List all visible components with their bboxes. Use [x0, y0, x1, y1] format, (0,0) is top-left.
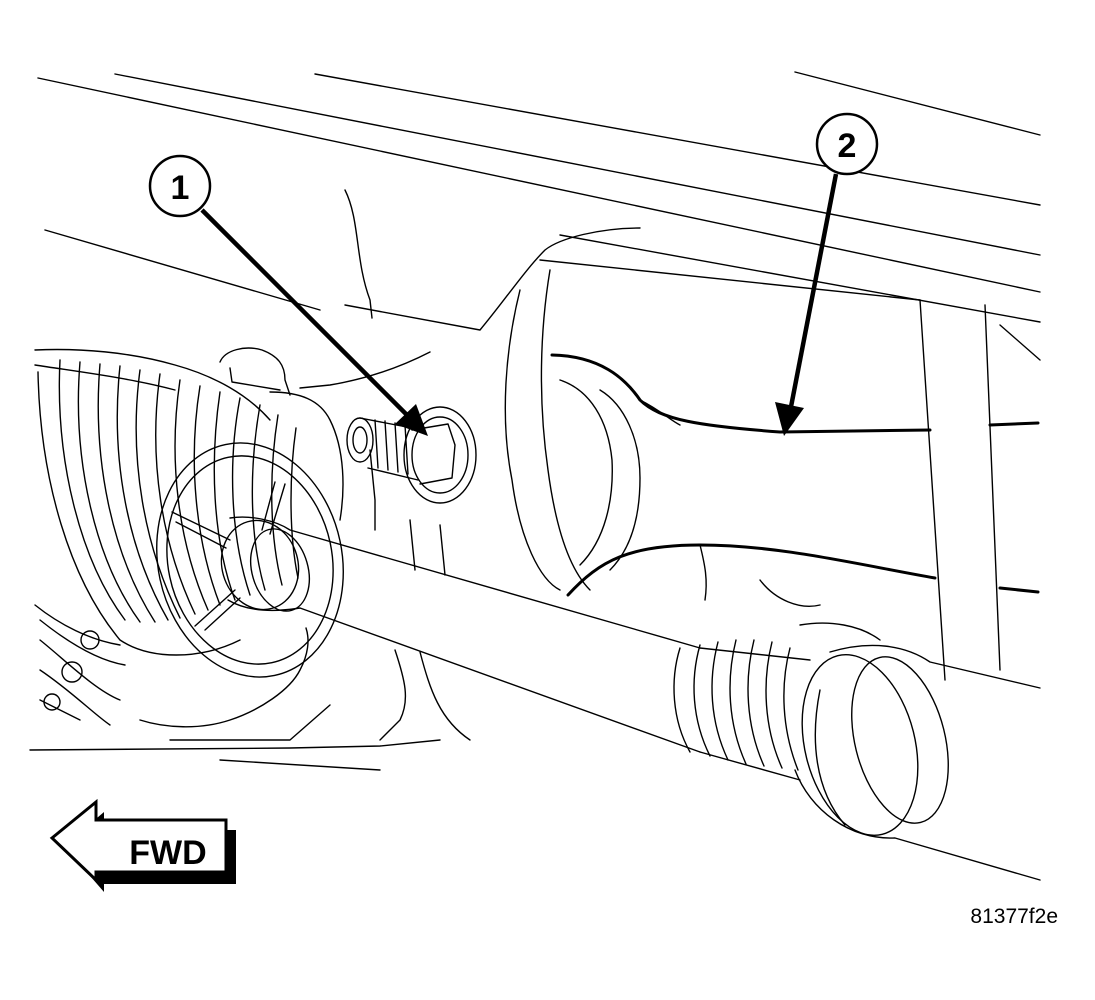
callout-1-label: 1	[171, 169, 190, 207]
figure-id: 81377f2e	[970, 905, 1058, 928]
callout-2: 2	[775, 112, 879, 436]
shaft-collar	[794, 644, 1041, 881]
axle-shaft	[220, 516, 811, 781]
rubber-boot	[37, 359, 344, 678]
housing	[29, 189, 641, 771]
callout-1: 1	[148, 154, 428, 436]
forward-arrow-icon: FWD	[49, 798, 236, 892]
frame-rail	[37, 71, 1041, 681]
crossmember-bracket	[550, 353, 1040, 641]
mounting-bolt	[346, 406, 477, 504]
fwd-label: FWD	[129, 834, 206, 872]
left-mechanism	[34, 347, 291, 726]
callout-2-label: 2	[838, 127, 857, 165]
